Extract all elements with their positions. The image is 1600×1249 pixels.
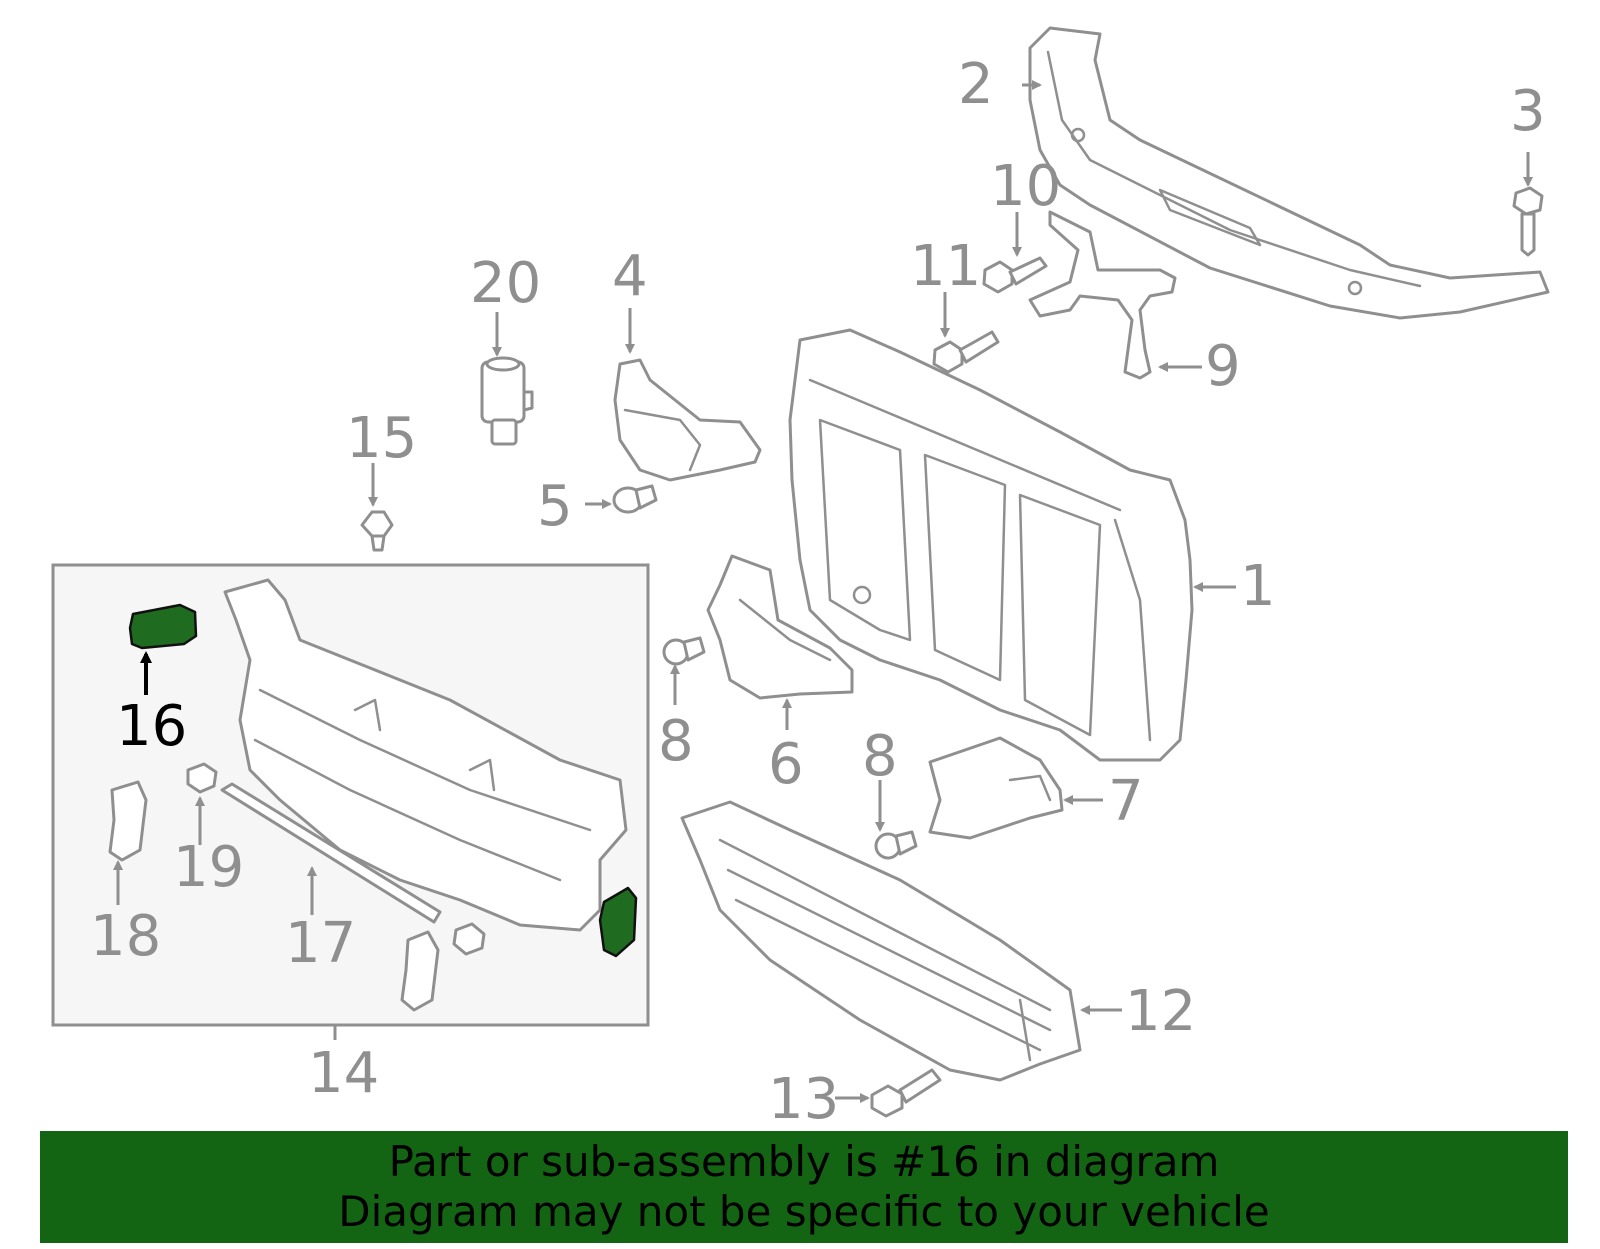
part-19-nut	[186, 762, 486, 956]
callout-8b: 8	[862, 724, 898, 789]
part-18-bracket	[108, 780, 440, 1012]
part-3-bolt	[1512, 186, 1544, 257]
callout-16: 16	[116, 694, 187, 759]
leader-lines	[113, 80, 1533, 1103]
info-banner: Part or sub-assembly is #16 in diagram D…	[40, 1131, 1568, 1243]
callout-1: 1	[1240, 554, 1276, 619]
part-8-clip-right	[874, 830, 918, 860]
part-1-radiator-support	[788, 328, 1194, 762]
callout-4: 4	[612, 244, 648, 309]
part-6-air-guide	[706, 554, 854, 700]
callout-11: 11	[910, 234, 981, 299]
part-12-shutter	[680, 800, 1082, 1082]
part-20-sensor	[480, 356, 534, 446]
callout-12: 12	[1125, 979, 1196, 1044]
part-11-bolt-lower	[932, 330, 1000, 374]
part-8-clip-left	[662, 636, 706, 666]
callout-19: 19	[173, 835, 244, 900]
banner-line-2: Diagram may not be specific to your vehi…	[338, 1187, 1270, 1236]
part-13-bolt	[870, 1068, 942, 1118]
callout-14: 14	[308, 1041, 379, 1106]
part-9-bracket	[1028, 210, 1177, 380]
callout-10: 10	[990, 154, 1061, 219]
callout-6: 6	[768, 732, 804, 797]
callout-9: 9	[1205, 334, 1241, 399]
callout-7: 7	[1108, 769, 1144, 834]
part-7-air-guide	[928, 736, 1064, 840]
callout-8a: 8	[658, 709, 694, 774]
callout-20: 20	[470, 251, 541, 316]
banner-line-1: Part or sub-assembly is #16 in diagram	[388, 1137, 1220, 1186]
callout-17: 17	[285, 911, 356, 976]
part-5-clip	[612, 484, 658, 514]
callout-15: 15	[346, 406, 417, 471]
callout-5: 5	[537, 474, 573, 539]
part-2-upper-tie-bar	[1028, 26, 1550, 320]
part-4-bracket	[613, 358, 762, 482]
callout-13: 13	[768, 1067, 839, 1132]
part-15-clip	[360, 510, 394, 552]
part-14-absorber	[223, 578, 628, 932]
callout-2: 2	[958, 52, 994, 117]
part-16-highlighted	[128, 603, 638, 958]
part-17-strip	[220, 782, 442, 924]
callout-18: 18	[90, 904, 161, 969]
callout-3: 3	[1510, 79, 1546, 144]
part-11-bolt-upper	[982, 256, 1048, 294]
